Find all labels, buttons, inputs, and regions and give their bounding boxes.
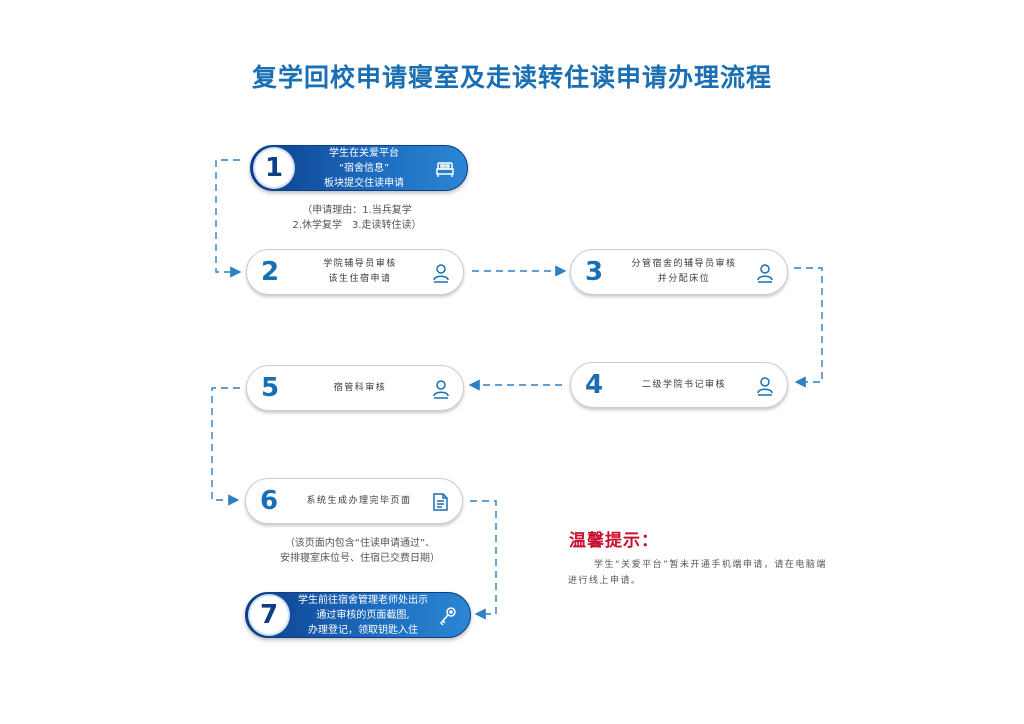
- apply-reason-note: （申请理由：1.当兵复学 2.休学复学 3.走读转住读）: [292, 205, 422, 231]
- step-text: 分管宿舍的辅导员审核 并分配床位: [631, 259, 737, 284]
- step-4-card: 4 二级学院书记审核: [570, 362, 788, 408]
- person-icon: [757, 377, 773, 396]
- page-title: 复学回校申请寝室及走读转住读申请办理流程: [251, 63, 772, 92]
- step-text: 宿管科审核: [333, 382, 387, 393]
- document-icon: [433, 493, 448, 511]
- step-2-card: 2 学院辅导员审核 该生住宿申请: [246, 249, 464, 295]
- step-number: 4: [575, 366, 613, 404]
- step-1-card: 1 学生在关爱平台 “宿舍信息” 板块提交住读申请: [250, 145, 468, 191]
- person-icon: [433, 264, 449, 283]
- page-contents-note: （该页面内包含“住读申请通过”、 安排寝室床位号、住宿已交费日期）: [280, 538, 440, 564]
- key-icon: [439, 607, 456, 626]
- tip-text: 学生“关爱平台”暂未开通手机端申请，请在电脑端进行线上申请。: [568, 560, 827, 586]
- connector-3-4: [794, 267, 823, 388]
- step-5-card: 5 宿管科审核: [246, 365, 464, 411]
- step-3-card: 3 分管宿舍的辅导员审核 并分配床位: [570, 249, 788, 295]
- step-text: 学生在关爱平台 “宿舍信息” 板块提交住读申请: [324, 147, 404, 189]
- step-text: 二级学院书记审核: [641, 379, 726, 390]
- person-icon: [433, 380, 449, 399]
- tip-title: 温馨提示：: [569, 531, 659, 551]
- step-number: 7: [250, 596, 288, 634]
- step-number: 2: [251, 253, 289, 291]
- person-icon: [757, 264, 773, 283]
- step-text: 系统生成办理完毕页面: [306, 495, 412, 506]
- connector-6-7: [470, 500, 497, 620]
- step-number: 5: [251, 369, 289, 407]
- step-number: 3: [575, 253, 613, 291]
- step-text: 学生前往宿舍管理老师处出示 通过审核的页面截图, 办理登记，领取钥匙入住: [298, 594, 428, 636]
- step-text: 学院辅导员审核 该生住宿申请: [323, 259, 397, 284]
- connector-1-2: [215, 159, 242, 278]
- bed-icon: [436, 162, 454, 177]
- step-7-card: 7 学生前往宿舍管理老师处出示 通过审核的页面截图, 办理登记，领取钥匙入住: [245, 592, 471, 638]
- connector-5-6: [211, 387, 240, 506]
- step-number: 6: [250, 482, 288, 520]
- step-number: 1: [255, 149, 293, 187]
- step-6-card: 6 系统生成办理完毕页面: [245, 478, 463, 524]
